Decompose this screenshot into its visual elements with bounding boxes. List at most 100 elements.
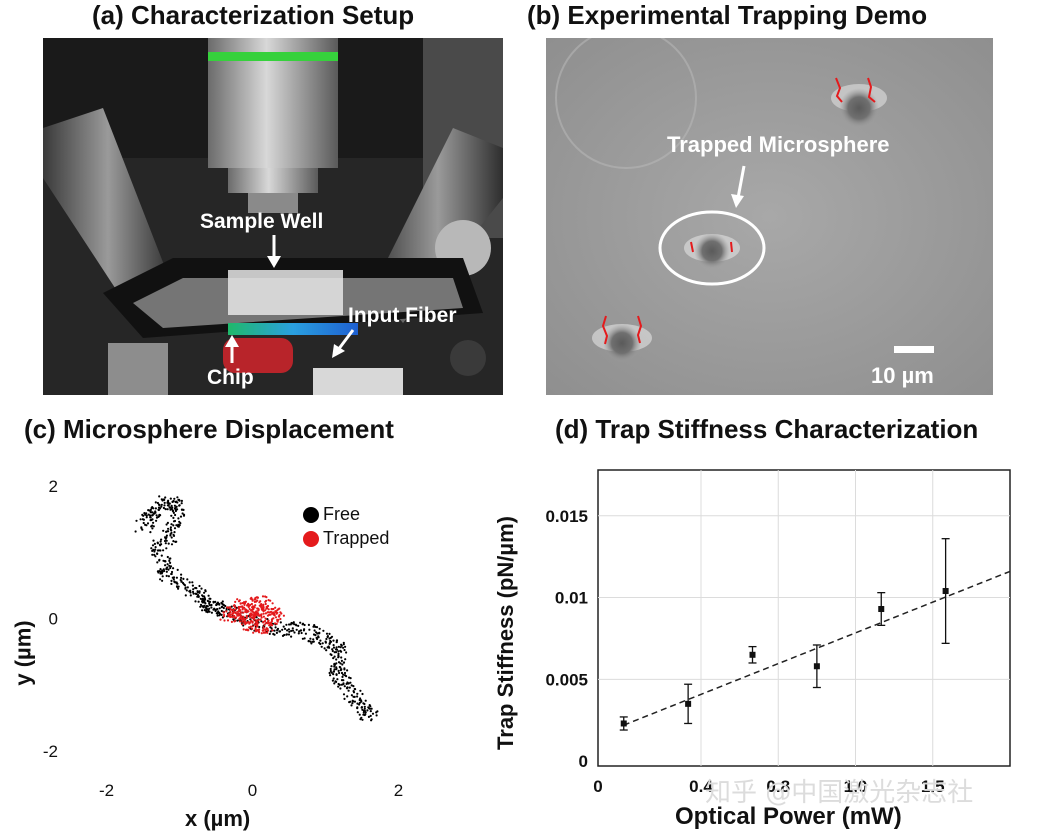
c-data-point xyxy=(293,631,296,634)
c-data-point xyxy=(337,685,340,688)
c-data-point xyxy=(255,611,258,615)
c-data-point xyxy=(149,511,153,514)
c-data-point xyxy=(330,653,333,657)
c-data-point xyxy=(337,656,340,659)
c-data-point xyxy=(256,599,259,602)
c-data-point xyxy=(246,609,249,613)
c-data-point xyxy=(141,513,144,517)
c-data-point xyxy=(350,694,353,697)
c-data-point xyxy=(210,603,213,607)
c-data-point xyxy=(203,597,206,600)
c-data-point xyxy=(200,587,203,590)
c-data-point xyxy=(274,626,277,629)
c-data-point xyxy=(249,626,252,630)
c-data-point xyxy=(339,669,342,672)
c-data-point xyxy=(270,607,273,611)
c-data-point xyxy=(362,711,365,714)
c-data-point xyxy=(253,629,256,632)
c-data-point xyxy=(152,548,155,552)
c-data-point xyxy=(157,503,161,506)
c-data-point xyxy=(289,623,292,626)
c-data-point xyxy=(210,611,213,614)
c-data-point xyxy=(270,621,273,624)
c-data-point xyxy=(176,525,180,528)
c-data-point xyxy=(266,628,269,631)
c-data-point xyxy=(172,578,175,581)
c-data-point xyxy=(272,607,275,611)
c-data-point xyxy=(270,620,273,623)
c-data-point xyxy=(178,499,181,502)
legend-trapped-marker xyxy=(303,531,319,547)
c-data-point xyxy=(171,509,174,512)
c-data-point xyxy=(349,700,352,703)
c-data-point xyxy=(270,627,273,630)
c-data-point xyxy=(254,620,257,624)
c-data-point xyxy=(144,513,147,516)
c-data-point xyxy=(169,508,172,511)
c-data-point xyxy=(278,630,282,633)
c-data-point xyxy=(270,624,273,627)
c-data-point xyxy=(329,640,332,644)
c-data-point xyxy=(165,574,168,578)
c-data-point xyxy=(274,623,277,626)
c-data-point xyxy=(293,623,296,626)
c-data-point xyxy=(271,624,274,627)
c-data-point xyxy=(255,610,258,613)
c-data-point xyxy=(244,618,247,621)
c-data-point xyxy=(253,615,256,619)
c-data-point xyxy=(343,668,346,671)
c-data-point xyxy=(364,711,367,714)
c-data-point xyxy=(156,541,159,544)
c-data-point xyxy=(216,608,219,611)
c-data-point xyxy=(243,602,246,605)
c-data-point xyxy=(346,669,349,672)
c-data-point xyxy=(191,581,194,584)
c-data-point xyxy=(204,602,207,605)
c-data-point xyxy=(194,586,197,590)
c-data-point xyxy=(258,614,261,617)
c-data-point xyxy=(339,662,342,665)
d-y-tick-label: 0.01 xyxy=(555,589,588,608)
c-data-point xyxy=(263,625,266,628)
c-data-point xyxy=(285,633,288,636)
c-data-point xyxy=(313,629,316,632)
c-data-point xyxy=(191,584,194,587)
c-data-point xyxy=(290,629,293,633)
c-data-point xyxy=(251,616,254,619)
c-data-point xyxy=(363,705,366,708)
c-data-point xyxy=(180,508,184,511)
c-data-point xyxy=(360,700,363,703)
c-data-point xyxy=(179,578,182,582)
c-data-point xyxy=(239,616,242,619)
c-data-point xyxy=(312,633,316,636)
c-data-point xyxy=(217,602,221,605)
c-data-point xyxy=(156,552,159,555)
c-data-point xyxy=(328,637,331,640)
c-data-point xyxy=(345,675,348,678)
c-data-point xyxy=(268,611,271,614)
legend-free-marker xyxy=(303,507,319,523)
c-data-point xyxy=(153,550,156,553)
c-data-point xyxy=(160,543,163,546)
c-data-point xyxy=(206,611,209,614)
c-data-point xyxy=(358,701,361,704)
c-data-point xyxy=(169,561,172,565)
c-data-point xyxy=(271,622,275,625)
c-data-point xyxy=(332,644,335,647)
c-data-point xyxy=(240,620,243,623)
c-data-point xyxy=(290,635,293,638)
c-data-point xyxy=(180,502,183,505)
c-data-point xyxy=(224,604,227,608)
c-data-point xyxy=(221,616,224,619)
c-data-point xyxy=(237,613,240,616)
c-data-point xyxy=(242,611,245,614)
c-data-point xyxy=(266,621,269,624)
c-data-point xyxy=(151,518,154,521)
c-data-point xyxy=(246,610,249,613)
c-data-point xyxy=(333,682,336,685)
c-data-point xyxy=(199,605,202,608)
c-data-point xyxy=(339,687,342,690)
c-data-point xyxy=(198,591,201,594)
c-data-point xyxy=(163,539,167,543)
c-data-point xyxy=(329,667,332,671)
